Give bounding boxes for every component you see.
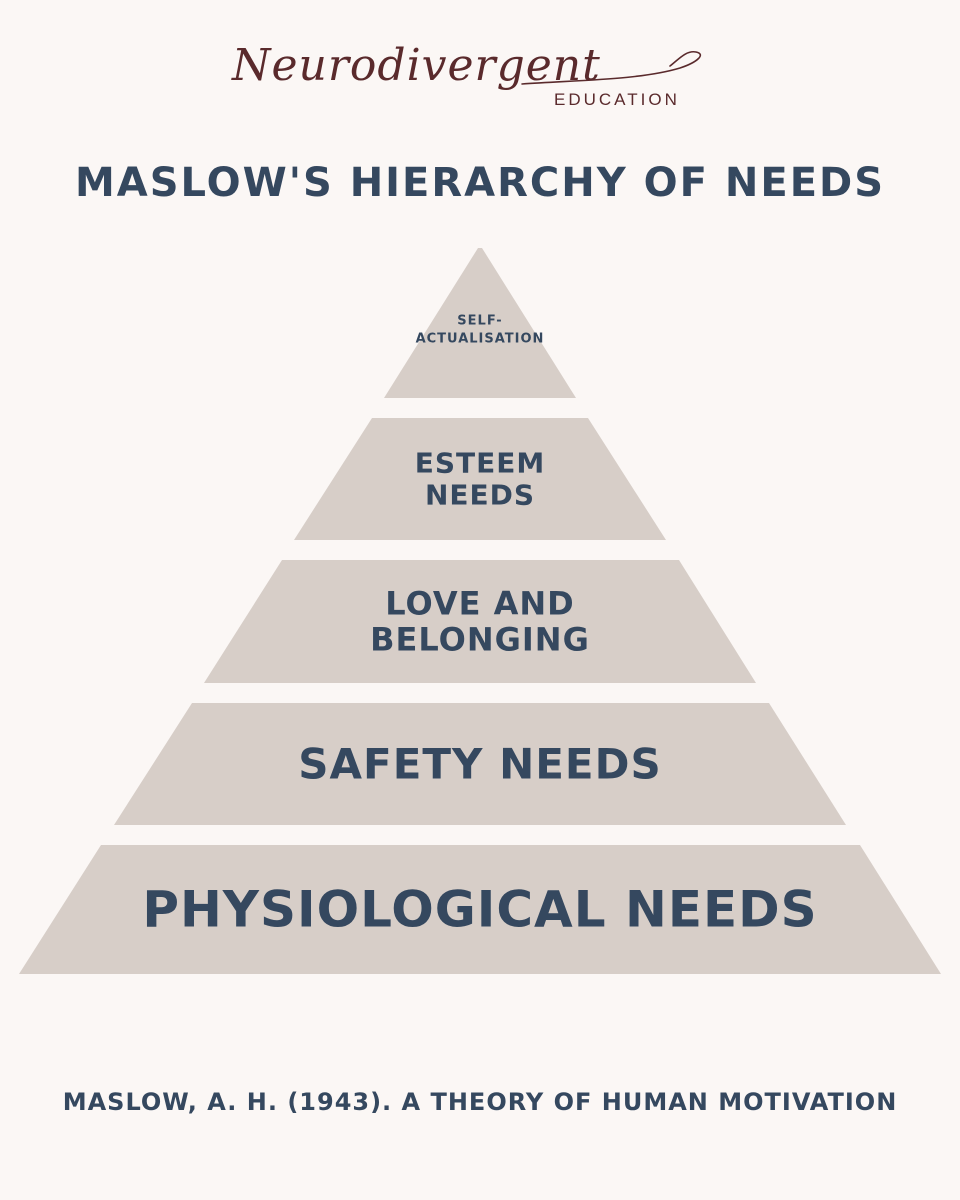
tier-physiological-needs-shape: [19, 845, 941, 974]
logo-subtitle: EDUCATION: [554, 90, 680, 109]
logo-swash-icon: [521, 50, 702, 85]
tier-self-actualisation-label: SELF-: [457, 314, 502, 329]
page-title: MASLOW'S HIERARCHY OF NEEDS: [74, 160, 886, 206]
tier-love-and-belonging-label: LOVE AND: [385, 585, 574, 623]
tier-self-actualisation-label: ACTUALISATION: [416, 332, 545, 347]
tier-safety-needs-shape: [114, 703, 846, 825]
tier-love-and-belonging-shape: [204, 560, 756, 683]
tier-self-actualisation-shape: [384, 248, 576, 398]
tier-love-and-belonging-label: BELONGING: [370, 621, 590, 659]
tier-esteem-needs-shape: [294, 418, 666, 540]
tier-safety-needs-label: SAFETY NEEDS: [298, 740, 661, 789]
brand-logo: Neurodivergent EDUCATION: [0, 40, 960, 120]
tier-physiological-needs-label: PHYSIOLOGICAL NEEDS: [142, 881, 817, 939]
citation-text: MASLOW, A. H. (1943). A THEORY OF HUMAN …: [62, 1088, 898, 1116]
tier-esteem-needs-label: NEEDS: [425, 479, 535, 512]
tier-esteem-needs-label: ESTEEM: [415, 447, 546, 480]
